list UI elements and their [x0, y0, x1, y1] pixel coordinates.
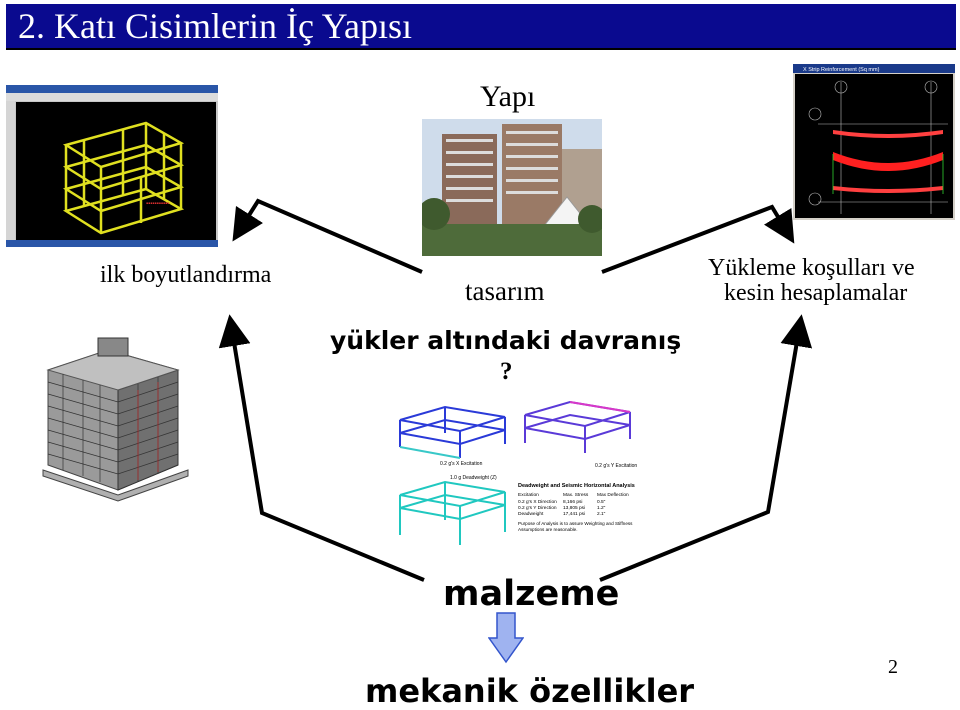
label-question-mark: ?: [500, 358, 513, 385]
label-ilk-boyutlandirma: ilk boyutlandırma: [100, 262, 272, 288]
caption-x: 0.2 g's X Excitation: [440, 461, 483, 467]
table-cell: 2.1": [597, 511, 606, 517]
table-cell: 0.5": [597, 499, 606, 505]
slide-title: 2. Katı Cisimlerin İç Yapısı: [18, 6, 412, 46]
reinforcement-window: X Strip Reinforcement (Sq mm): [793, 64, 955, 220]
table-header: Max. Stress: [563, 492, 589, 498]
page-number: 2: [888, 656, 898, 678]
label-yapi: Yapı: [480, 80, 536, 113]
table-cell: 8,166 psi: [563, 499, 582, 505]
label-malzeme: malzeme: [443, 574, 620, 614]
arrow-up-left: [218, 314, 425, 582]
cad-frame-screenshot: ▪▪▪▪▪▪▪▪▪▪▪: [6, 85, 218, 247]
table-header: Excitation: [518, 492, 539, 498]
arrow-up-right: [599, 314, 813, 582]
label-davranis: yükler altındaki davranış: [330, 326, 682, 355]
table-cell: 1.2": [597, 505, 606, 511]
building-photo: [422, 119, 602, 256]
table-cell: Deadweight: [518, 511, 544, 517]
caption-y: 0.2 g's Y Excitation: [595, 463, 637, 469]
label-yukleme-line1: Yükleme koşulları ve: [708, 255, 915, 281]
svg-text:▪▪▪▪▪▪▪▪▪▪▪: ▪▪▪▪▪▪▪▪▪▪▪: [146, 201, 169, 207]
reinforcement-window-title: X Strip Reinforcement (Sq mm): [803, 67, 880, 73]
table-cell: 13,805 psi: [563, 505, 585, 511]
analysis-note: Purpose of Analysis is to assure Weighti…: [518, 521, 633, 532]
caption-dead: 1.0 g Deadweight (Z): [450, 475, 497, 481]
arrow-to-ilk: [232, 198, 423, 274]
table-cell: 0.2 g's X Direction: [518, 499, 557, 505]
analysis-figure: 0.2 g's X Excitation 0.2 g's Y Excitatio…: [399, 400, 637, 545]
label-tasarim: tasarım: [465, 276, 545, 306]
building-model: [42, 337, 189, 502]
arrow-to-yukleme: [601, 204, 795, 274]
table-cell: 17,441 psi: [563, 511, 585, 517]
table-title: Deadweight and Seismic Horizontal Analys…: [518, 483, 635, 489]
label-yukleme-line2: kesin hesaplamalar: [724, 280, 908, 306]
table-cell: 0.2 g's Y Direction: [518, 505, 557, 511]
table-header: Max Deflection: [597, 492, 629, 498]
label-mekanik-ozellikler: mekanik özellikler: [365, 672, 695, 710]
title-bar: 2. Katı Cisimlerin İç Yapısı: [6, 4, 956, 50]
down-arrow-icon: [488, 612, 524, 664]
